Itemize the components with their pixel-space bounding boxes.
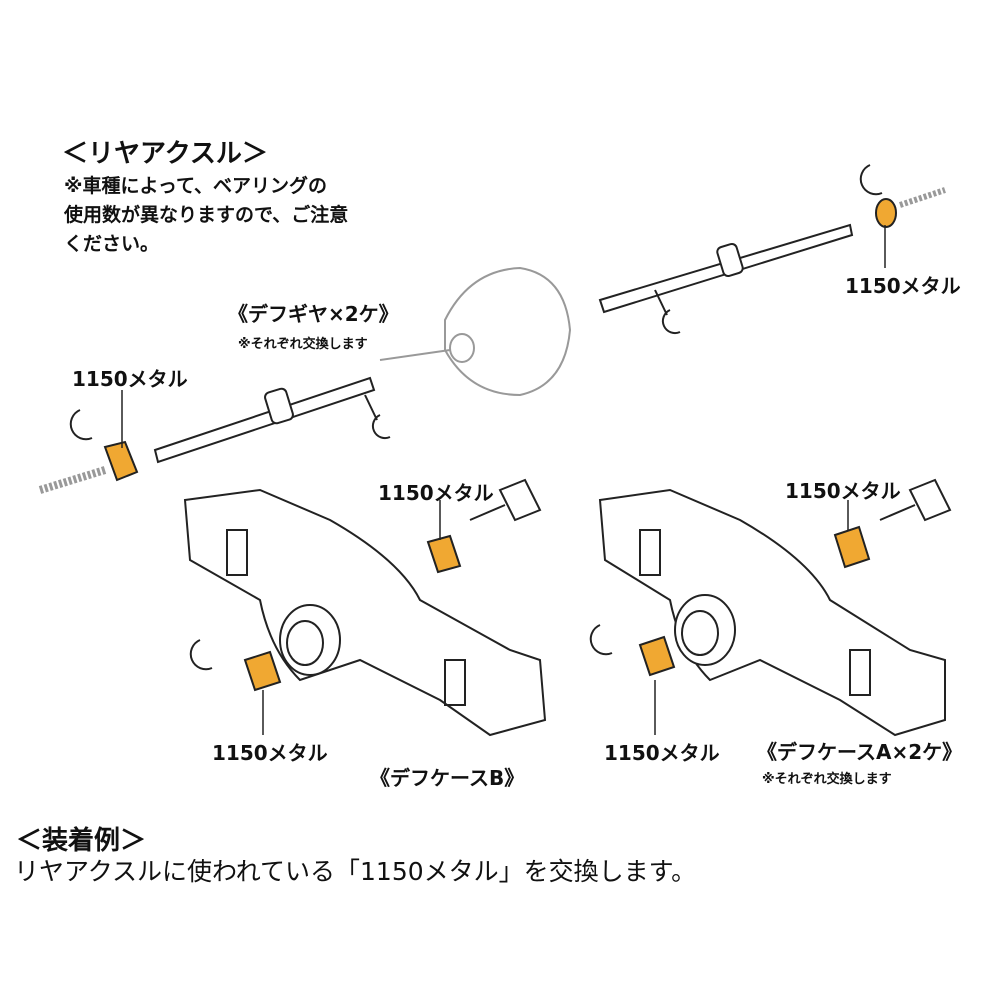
example-text: リヤアクスルに使われている「1150メタル」を交換します。 (14, 857, 697, 886)
diff-case-a (589, 478, 952, 737)
note-line-3: ください。 (64, 233, 160, 255)
diff-case-a-note: ※それぞれ交換します (762, 772, 892, 787)
metal-bearing-case-a-top (833, 525, 871, 569)
note-line-2: 使用数が異なりますので、ご注意 (64, 204, 349, 226)
metal-label-case-a-bottom: 1150メタル (604, 741, 720, 765)
metal-bearing-case-b-top (426, 534, 462, 574)
metal-label-case-b-top: 1150メタル (378, 481, 494, 505)
diff-gear-label: 《デフギヤ×2ケ》 (228, 302, 399, 326)
diff-case-b (183, 478, 547, 737)
metal-label-case-b-bottom: 1150メタル (212, 741, 328, 765)
diff-gear-note: ※それぞれ交換します (238, 337, 368, 352)
example-title: ＜装着例＞ (16, 826, 147, 856)
metal-label-case-a-top: 1150メタル (785, 479, 901, 503)
metal-label-left: 1150メタル (72, 367, 188, 391)
differential-gear-assembly (379, 266, 572, 397)
diff-case-b-label: 《デフケースB》 (370, 766, 525, 790)
metal-bearing-right (875, 198, 897, 228)
metal-label-right: 1150メタル (845, 274, 961, 298)
section-title: ＜リヤアクスル＞ (62, 139, 268, 169)
metal-bearing-case-a-bottom (638, 635, 676, 677)
right-axle-shaft (598, 164, 946, 335)
metal-bearing-left (103, 440, 139, 482)
metal-bearing-case-b-bottom (243, 650, 282, 692)
left-axle-shaft (38, 376, 391, 494)
note-line-1: ※車種によって、ベアリングの (64, 175, 328, 197)
diff-case-a-label: 《デフケースA×2ケ》 (757, 740, 963, 764)
